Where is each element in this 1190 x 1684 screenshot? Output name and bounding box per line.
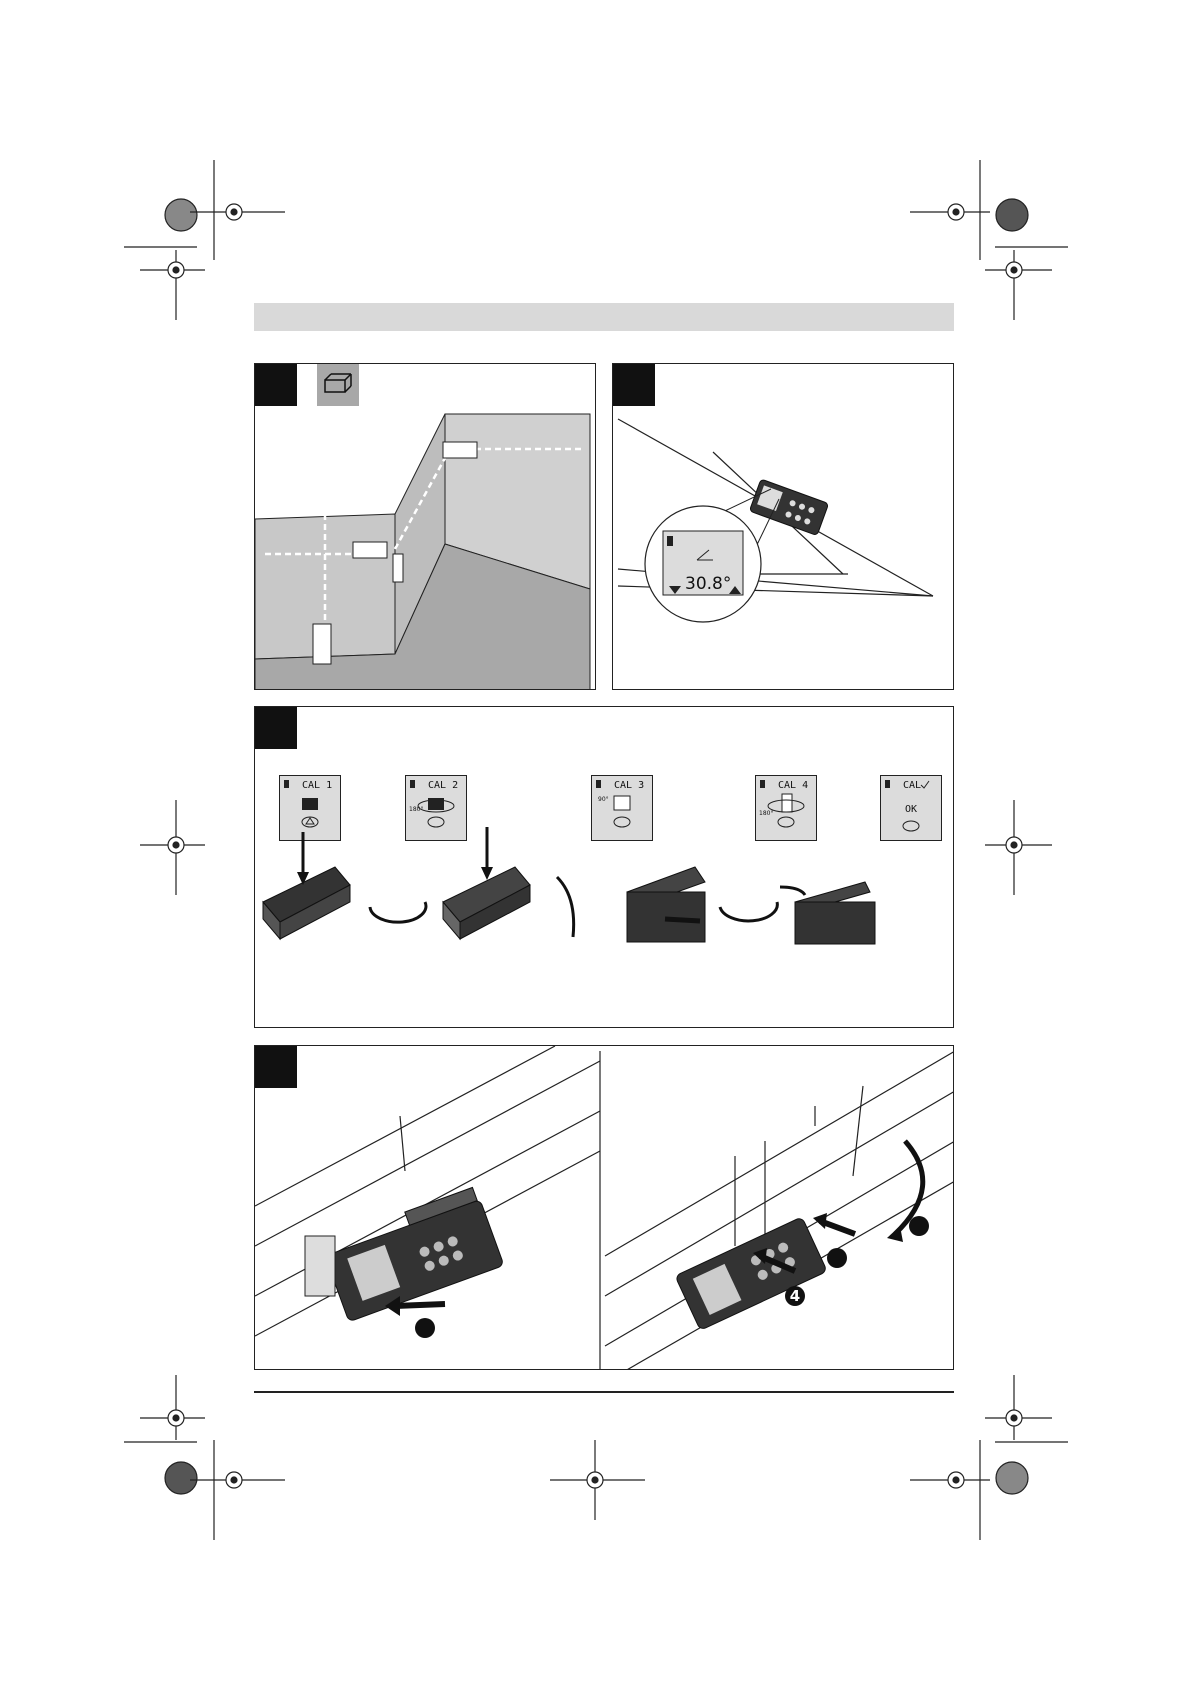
figure-panel-3: CAL 1 CAL 2 180° CAL 3 90° CAL 4 180° CA… [254,706,954,1028]
wall-room-icon [317,364,359,406]
figure-panel-2: 30.8° [612,363,954,690]
rail-mounting-illustration [255,1046,954,1370]
panel-number-tab [255,1046,297,1088]
footer-rule [254,1391,954,1393]
callout-dot [415,1318,435,1338]
header-bar [254,303,954,331]
rotate-arrow-icon [370,902,426,922]
callout-4: 4 [785,1286,805,1306]
angle-readout: 30.8° [685,574,731,594]
panel-number-tab [613,364,655,406]
room-illustration [255,364,596,690]
figure-panel-4: 4 [254,1045,954,1370]
tilt-illustration [613,364,954,690]
calibration-steps-illustration [255,707,954,1028]
panel-number-tab [255,364,297,406]
figure-panel-1 [254,363,596,690]
